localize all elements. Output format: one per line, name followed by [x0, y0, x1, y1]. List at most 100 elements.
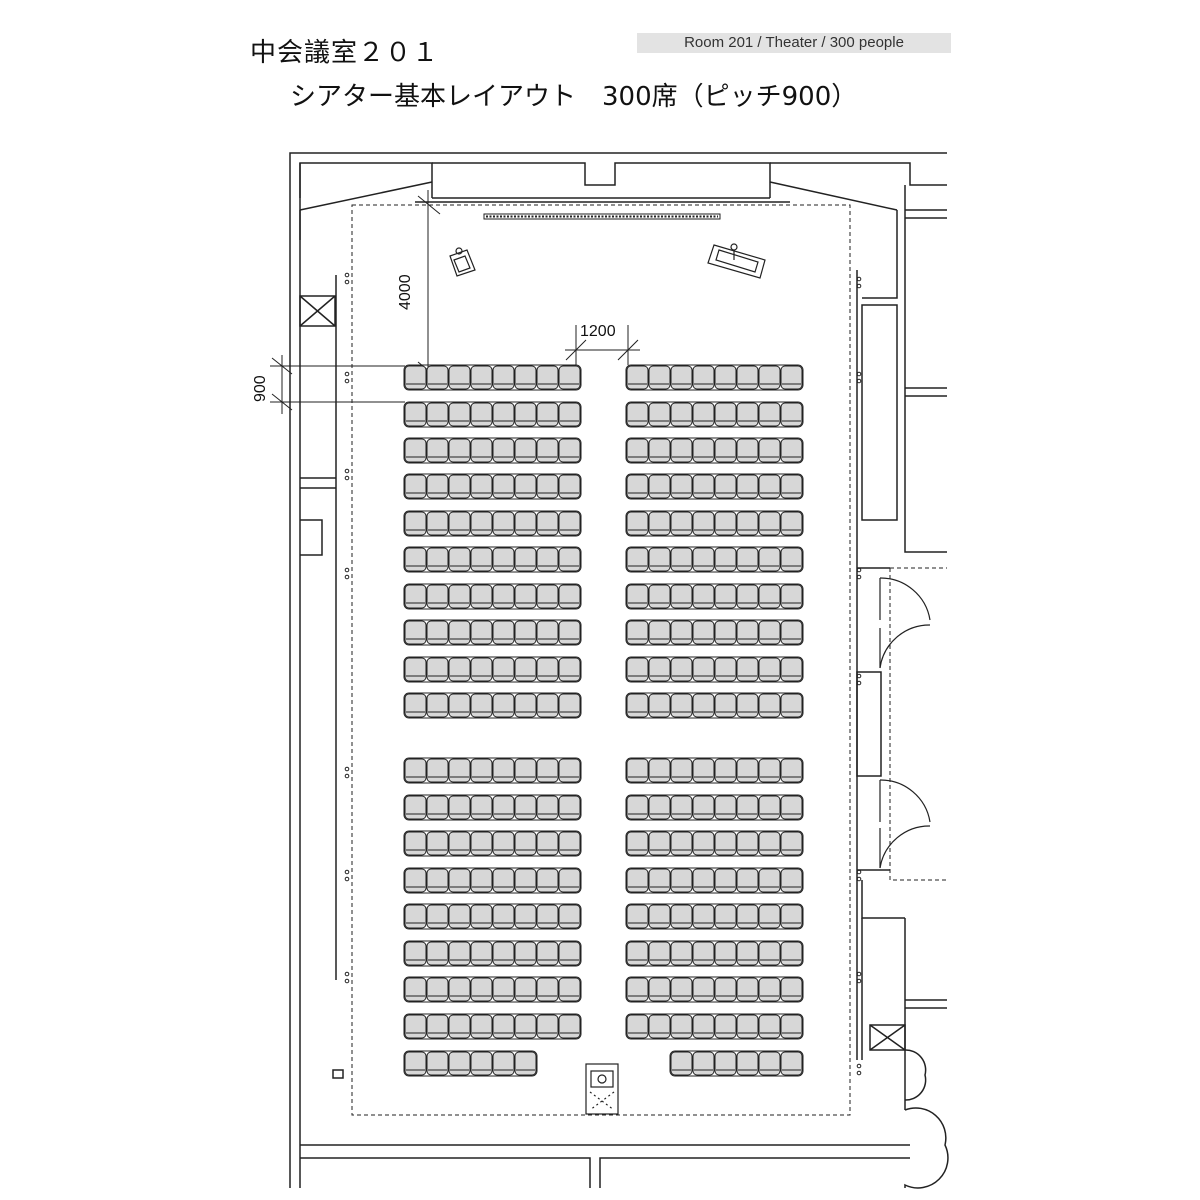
seat [470, 1051, 493, 1076]
seat [714, 547, 737, 572]
seat [514, 474, 537, 499]
seat [470, 1014, 493, 1039]
seat [536, 831, 559, 856]
seat [626, 657, 649, 682]
seat [448, 904, 471, 929]
seat [514, 941, 537, 966]
room-name: 中会議室２０１ [250, 38, 440, 68]
seat-row-right-front [625, 656, 804, 683]
seat [448, 474, 471, 499]
seat [558, 402, 581, 427]
seat-row-outline [403, 794, 582, 821]
seat [648, 438, 671, 463]
seat [558, 977, 581, 1002]
seat [536, 402, 559, 427]
seat [780, 868, 803, 893]
seat [736, 1014, 759, 1039]
seat [470, 758, 493, 783]
seat [448, 941, 471, 966]
seat-row-outline [625, 583, 804, 610]
seat [626, 547, 649, 572]
seat [448, 868, 471, 893]
seat-row-right-front [625, 619, 804, 646]
seat [626, 977, 649, 1002]
seat-row-outline [403, 867, 582, 894]
seat [714, 620, 737, 645]
seat [426, 831, 449, 856]
seat [692, 547, 715, 572]
seat-row-right-rear [625, 903, 804, 930]
seat [404, 474, 427, 499]
seat [470, 402, 493, 427]
seat [492, 831, 515, 856]
seat [670, 402, 693, 427]
seat [736, 474, 759, 499]
seat [626, 584, 649, 609]
seat [470, 620, 493, 645]
seat [736, 977, 759, 1002]
seat [536, 584, 559, 609]
seat-row-outline [625, 794, 804, 821]
seat [692, 365, 715, 390]
seat [692, 584, 715, 609]
seat [558, 584, 581, 609]
seat [714, 438, 737, 463]
seat [780, 547, 803, 572]
seat [470, 438, 493, 463]
seat [670, 584, 693, 609]
seat [404, 1014, 427, 1039]
seat [426, 758, 449, 783]
seat [692, 941, 715, 966]
seat [692, 693, 715, 718]
seat-row-outline [625, 619, 804, 646]
seat [780, 941, 803, 966]
seat [758, 795, 781, 820]
seat [780, 1051, 803, 1076]
seat [670, 693, 693, 718]
seat [780, 438, 803, 463]
seat [558, 511, 581, 536]
seat [426, 1051, 449, 1076]
seat [536, 941, 559, 966]
seat [780, 904, 803, 929]
seat [648, 693, 671, 718]
seat-row-left-rear [403, 976, 582, 1003]
seat [648, 795, 671, 820]
seat [514, 904, 537, 929]
seat [558, 758, 581, 783]
seat [470, 977, 493, 1002]
seat [780, 474, 803, 499]
seat [692, 1014, 715, 1039]
seat-row-right-front [625, 583, 804, 610]
seat [670, 474, 693, 499]
seat-row-left-front [403, 510, 582, 537]
seat [404, 365, 427, 390]
seat-row-outline [625, 656, 804, 683]
seat-row-left-rear [403, 794, 582, 821]
seat [626, 402, 649, 427]
seat [780, 693, 803, 718]
seat [492, 941, 515, 966]
seat [780, 831, 803, 856]
seat-row-left-rear [403, 867, 582, 894]
seat [758, 365, 781, 390]
seat [780, 758, 803, 783]
seat-row-right-front [625, 546, 804, 573]
seat [714, 693, 737, 718]
seat [758, 831, 781, 856]
seat-row-outline [403, 757, 582, 784]
seat [736, 584, 759, 609]
seat [780, 584, 803, 609]
seat [736, 547, 759, 572]
seat [758, 657, 781, 682]
seat [448, 511, 471, 536]
seat-row-right-front [625, 473, 804, 500]
seat [492, 795, 515, 820]
seat [492, 977, 515, 1002]
seat-row-left-front [403, 437, 582, 464]
seat [714, 365, 737, 390]
seat-row-outline [625, 546, 804, 573]
seat-row-outline [403, 510, 582, 537]
seat [492, 584, 515, 609]
seat [470, 547, 493, 572]
